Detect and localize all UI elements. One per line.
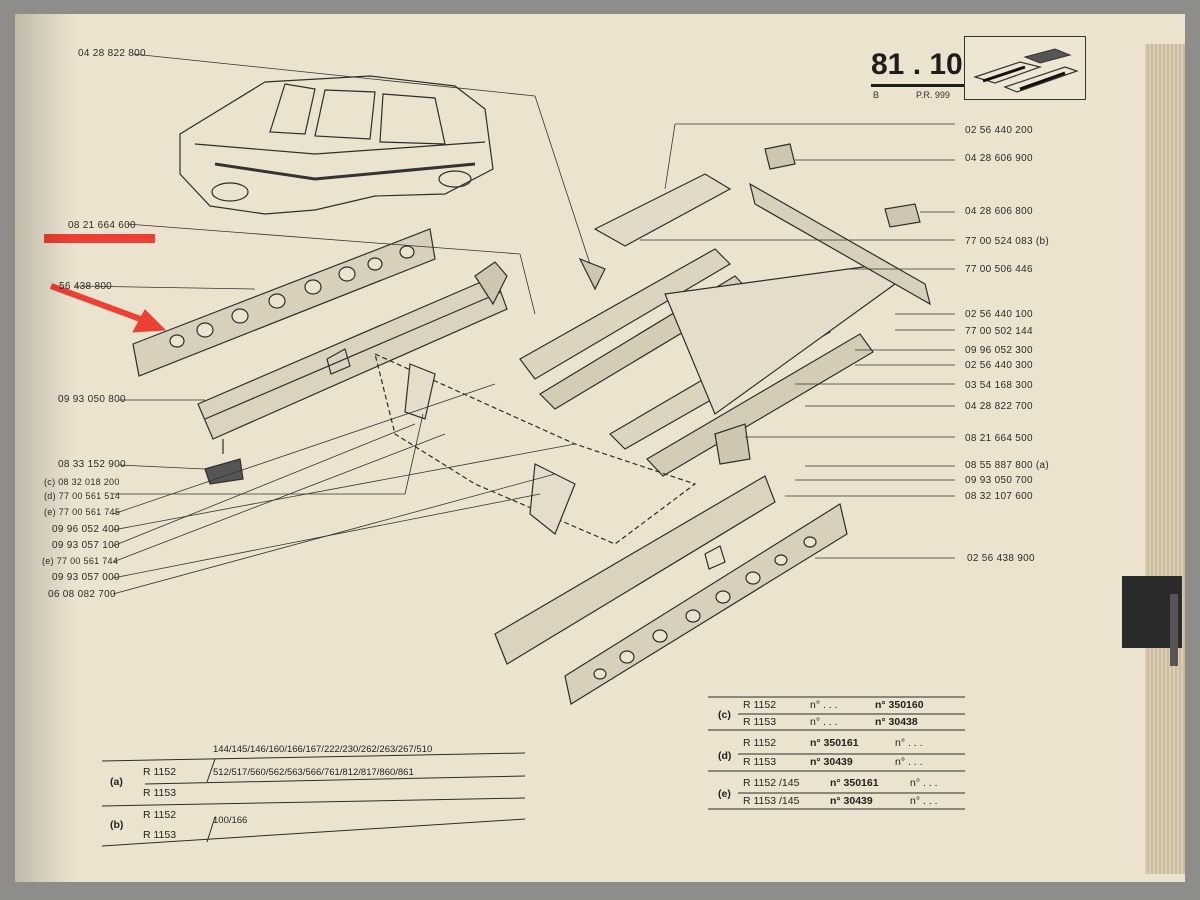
- part-label: 08 55 887 800 (a): [965, 460, 1050, 471]
- table-to: n° 30438: [875, 716, 918, 728]
- part-label: 04 28 822 800: [78, 48, 146, 59]
- part-label: 77 00 506 446: [965, 264, 1033, 275]
- part-label: 08 33 152 900: [58, 459, 126, 470]
- versions-line: 144/145/146/160/166/167/222/230/262/263/…: [213, 744, 433, 755]
- part-label: 08 32 107 600: [965, 491, 1033, 502]
- part-label: (d) 77 00 561 514: [44, 491, 121, 501]
- part-label: 09 93 057 100: [52, 540, 120, 551]
- table-model: R 1153: [743, 756, 777, 768]
- versions-model: R 1152: [143, 809, 177, 821]
- pr-code: P.R. 999: [916, 90, 950, 100]
- exploded-body-diagram: [49, 53, 955, 705]
- table-from: n° 350161: [810, 737, 859, 749]
- part-label: 02 56 440 300: [965, 360, 1033, 371]
- part-label: 04 28 606 800: [965, 206, 1033, 217]
- part-label: 09 93 057 000: [52, 572, 120, 583]
- table-to: n° 350160: [875, 699, 924, 711]
- page-edge: [1145, 44, 1185, 874]
- section-letter: B: [873, 90, 880, 100]
- thumbnail-diagram: [964, 36, 1086, 100]
- part-label: 04 28 606 900: [965, 153, 1033, 164]
- table-model: R 1152: [743, 737, 777, 749]
- table-model: R 1152: [743, 699, 777, 711]
- table-to: n° . . .: [910, 777, 938, 789]
- catalog-page: 81 . 10 B P.R. 999: [15, 14, 1185, 882]
- part-label: 56 438 800: [59, 281, 113, 292]
- part-label: 02 56 438 900: [967, 553, 1035, 564]
- applicability-table-lines: [101, 696, 965, 847]
- section-tab-shadow: [1170, 594, 1178, 666]
- part-label: (c) 08 32 018 200: [44, 477, 120, 487]
- versions-model: R 1153: [143, 829, 177, 841]
- part-label: 77 00 502 144: [965, 326, 1033, 337]
- table-to: n° . . .: [895, 756, 923, 768]
- table-model: R 1152 /145: [743, 777, 800, 789]
- part-label: 09 93 050 700: [965, 475, 1033, 486]
- versions-model: R 1152: [143, 766, 177, 778]
- part-label: 02 56 440 200: [965, 125, 1033, 136]
- part-label: 03 54 168 300: [965, 380, 1033, 391]
- part-label: 04 28 822 700: [965, 401, 1033, 412]
- versions-line: 100/166: [213, 815, 248, 826]
- part-label: 09 96 052 300: [965, 345, 1033, 356]
- red-highlight-bar: [44, 234, 155, 243]
- table-from: n° 30439: [830, 795, 873, 807]
- table-to: n° . . .: [895, 737, 923, 749]
- table-model: R 1153 /145: [743, 795, 800, 807]
- versions-line: 512/517/560/562/563/566/761/812/817/860/…: [213, 767, 414, 778]
- part-label: (e) 77 00 561 744: [42, 556, 119, 566]
- table-from: n° . . .: [810, 716, 838, 728]
- table-model: R 1153: [743, 716, 777, 728]
- part-label: 08 21 664 500: [965, 433, 1033, 444]
- table-tag: (c): [718, 709, 731, 721]
- table-from: n° 350161: [830, 777, 879, 789]
- table-from: n° . . .: [810, 699, 838, 711]
- part-label: 09 96 052 400: [52, 524, 120, 535]
- table-tag: (e): [718, 788, 731, 800]
- versions-model: R 1153: [143, 787, 177, 799]
- table-tag: (d): [718, 750, 732, 762]
- table-to: n° . . .: [910, 795, 938, 807]
- versions-tag-b: (b): [110, 819, 124, 831]
- part-label: 06 08 082 700: [48, 589, 116, 600]
- header-rule: [871, 84, 967, 87]
- part-label: 09 93 050 800: [58, 394, 126, 405]
- part-label: 77 00 524 083 (b): [965, 236, 1050, 247]
- versions-tag-a: (a): [110, 776, 123, 788]
- table-from: n° 30439: [810, 756, 853, 768]
- part-label: 08 21 664 600: [68, 220, 136, 231]
- part-label: 02 56 440 100: [965, 309, 1033, 320]
- part-label: (e) 77 00 561 745: [44, 507, 121, 517]
- page-number: 81 . 10: [871, 48, 963, 81]
